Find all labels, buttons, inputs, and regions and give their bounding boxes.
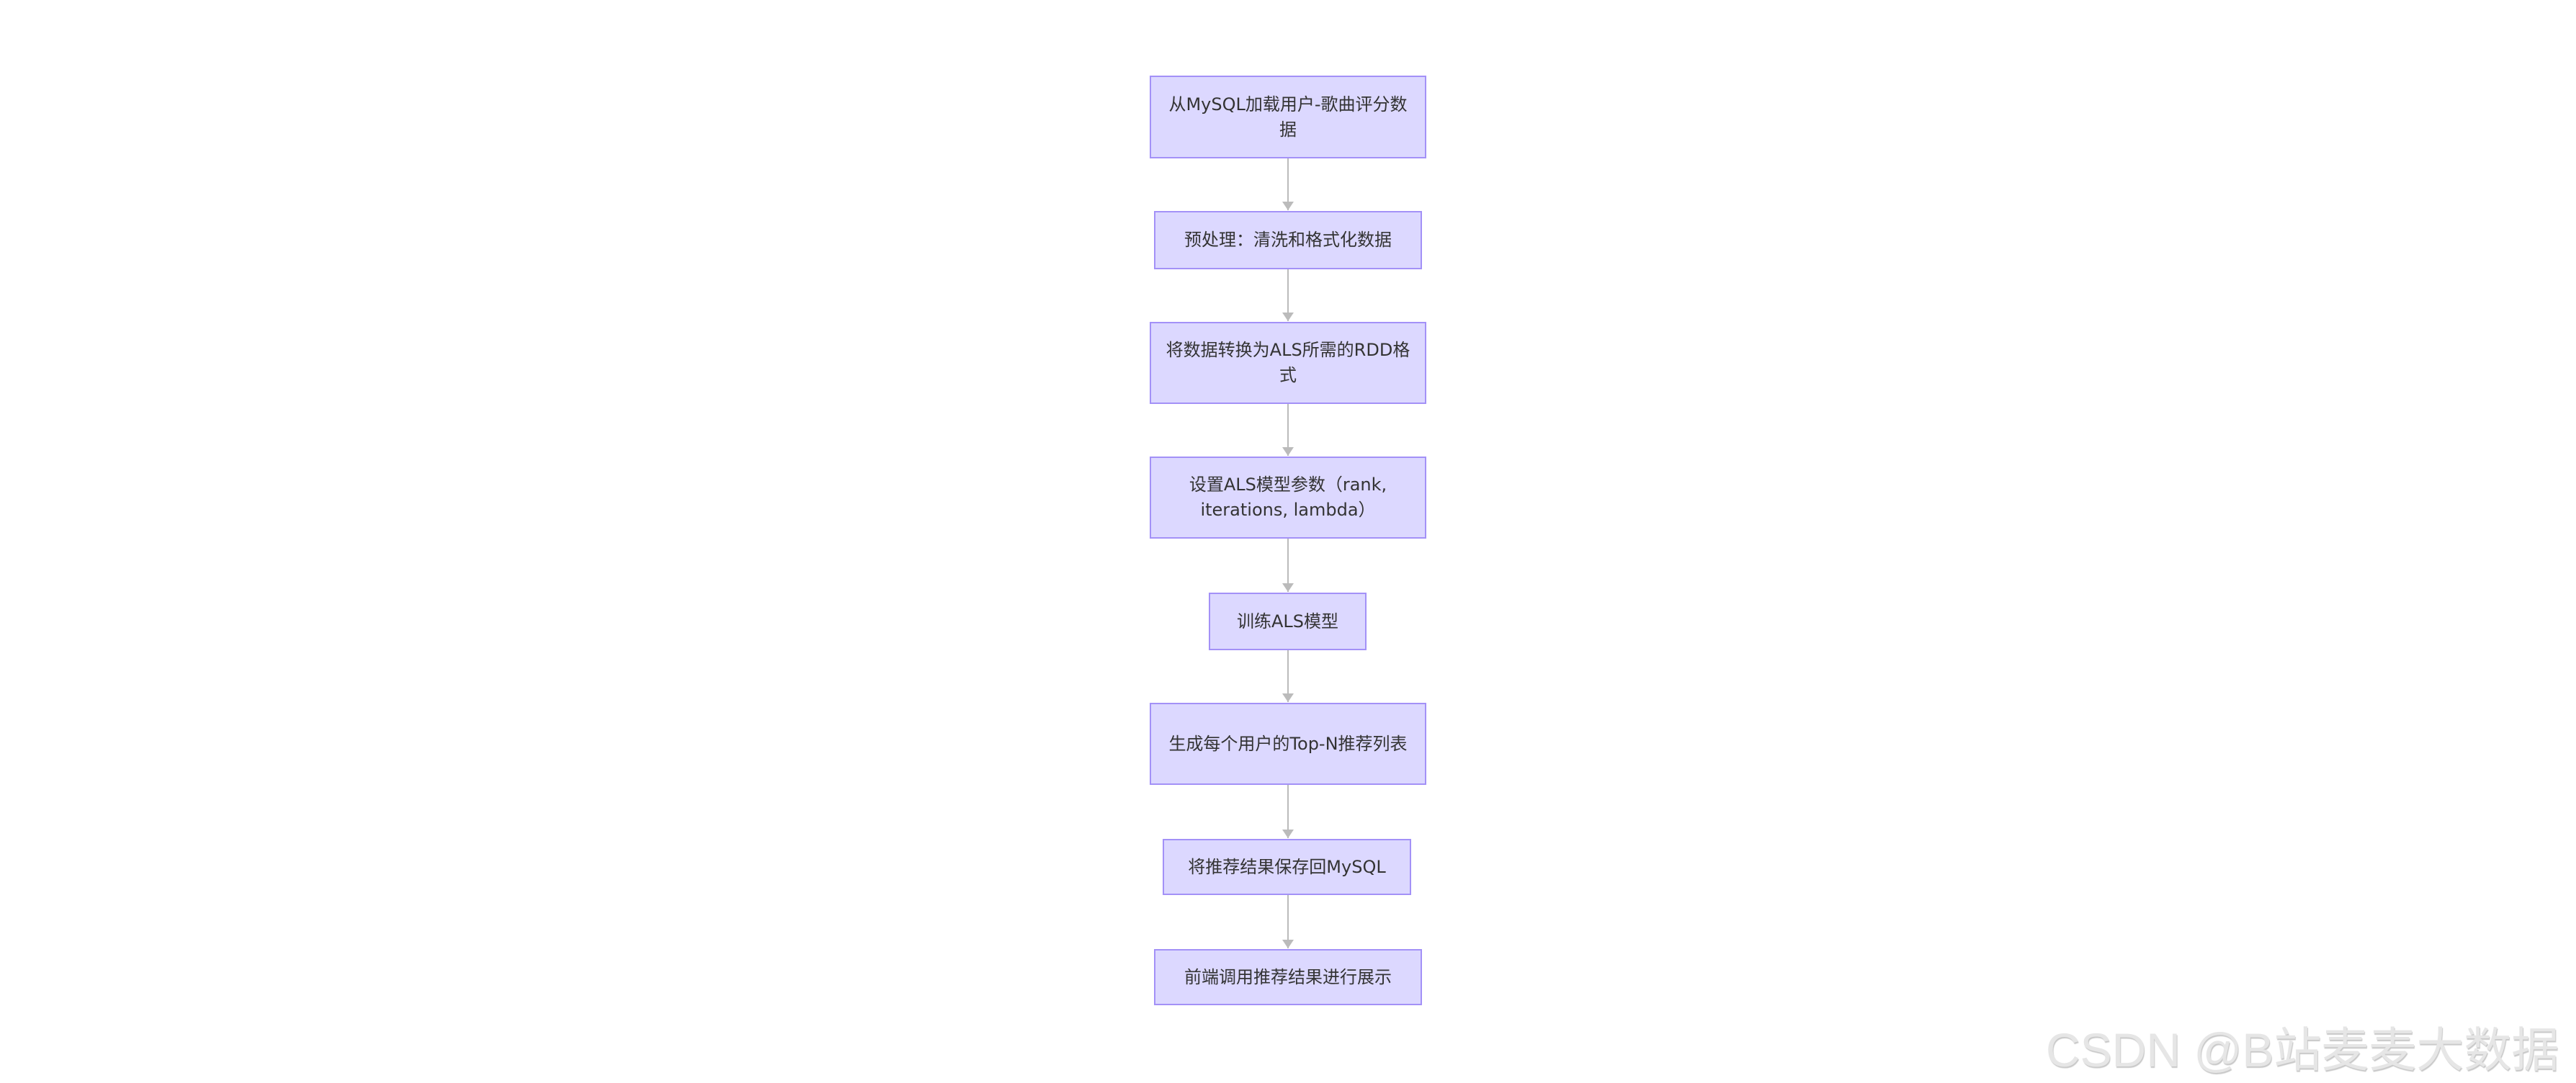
node-label: 设置ALS模型参数（rank, iterations, lambda） <box>1189 475 1387 520</box>
node-convert-rdd: 将数据转换为ALS所需的RDD格式 <box>1150 322 1426 404</box>
node-label: 将数据转换为ALS所需的RDD格式 <box>1166 340 1410 385</box>
arrowhead-icon <box>1282 447 1294 456</box>
node-label: 生成每个用户的Top-N推荐列表 <box>1168 733 1408 754</box>
node-label: 从MySQL加载用户-歌曲评分数据 <box>1168 94 1408 140</box>
node-generate-topn: 生成每个用户的Top-N推荐列表 <box>1150 703 1426 785</box>
arrowhead-icon <box>1282 830 1294 838</box>
arrowhead-icon <box>1282 202 1294 210</box>
arrowhead-icon <box>1282 583 1294 592</box>
node-label: 预处理：清洗和格式化数据 <box>1184 230 1392 250</box>
node-label: 前端调用推荐结果进行展示 <box>1184 966 1392 987</box>
arrowhead-icon <box>1282 940 1294 948</box>
node-frontend-display: 前端调用推荐结果进行展示 <box>1154 949 1422 1005</box>
node-label: 训练ALS模型 <box>1236 611 1339 632</box>
node-save-mysql: 将推荐结果保存回MySQL <box>1163 839 1411 895</box>
node-preprocess: 预处理：清洗和格式化数据 <box>1154 211 1422 269</box>
arrowhead-icon <box>1282 313 1294 321</box>
watermark: CSDN @B站麦麦大数据 <box>2046 1023 2559 1077</box>
arrowhead-icon <box>1282 693 1294 702</box>
node-load-data: 从MySQL加载用户-歌曲评分数据 <box>1150 76 1426 158</box>
node-label: 将推荐结果保存回MySQL <box>1188 856 1386 877</box>
node-set-params: 设置ALS模型参数（rank, iterations, lambda） <box>1150 457 1426 539</box>
node-train-model: 训练ALS模型 <box>1209 593 1367 650</box>
